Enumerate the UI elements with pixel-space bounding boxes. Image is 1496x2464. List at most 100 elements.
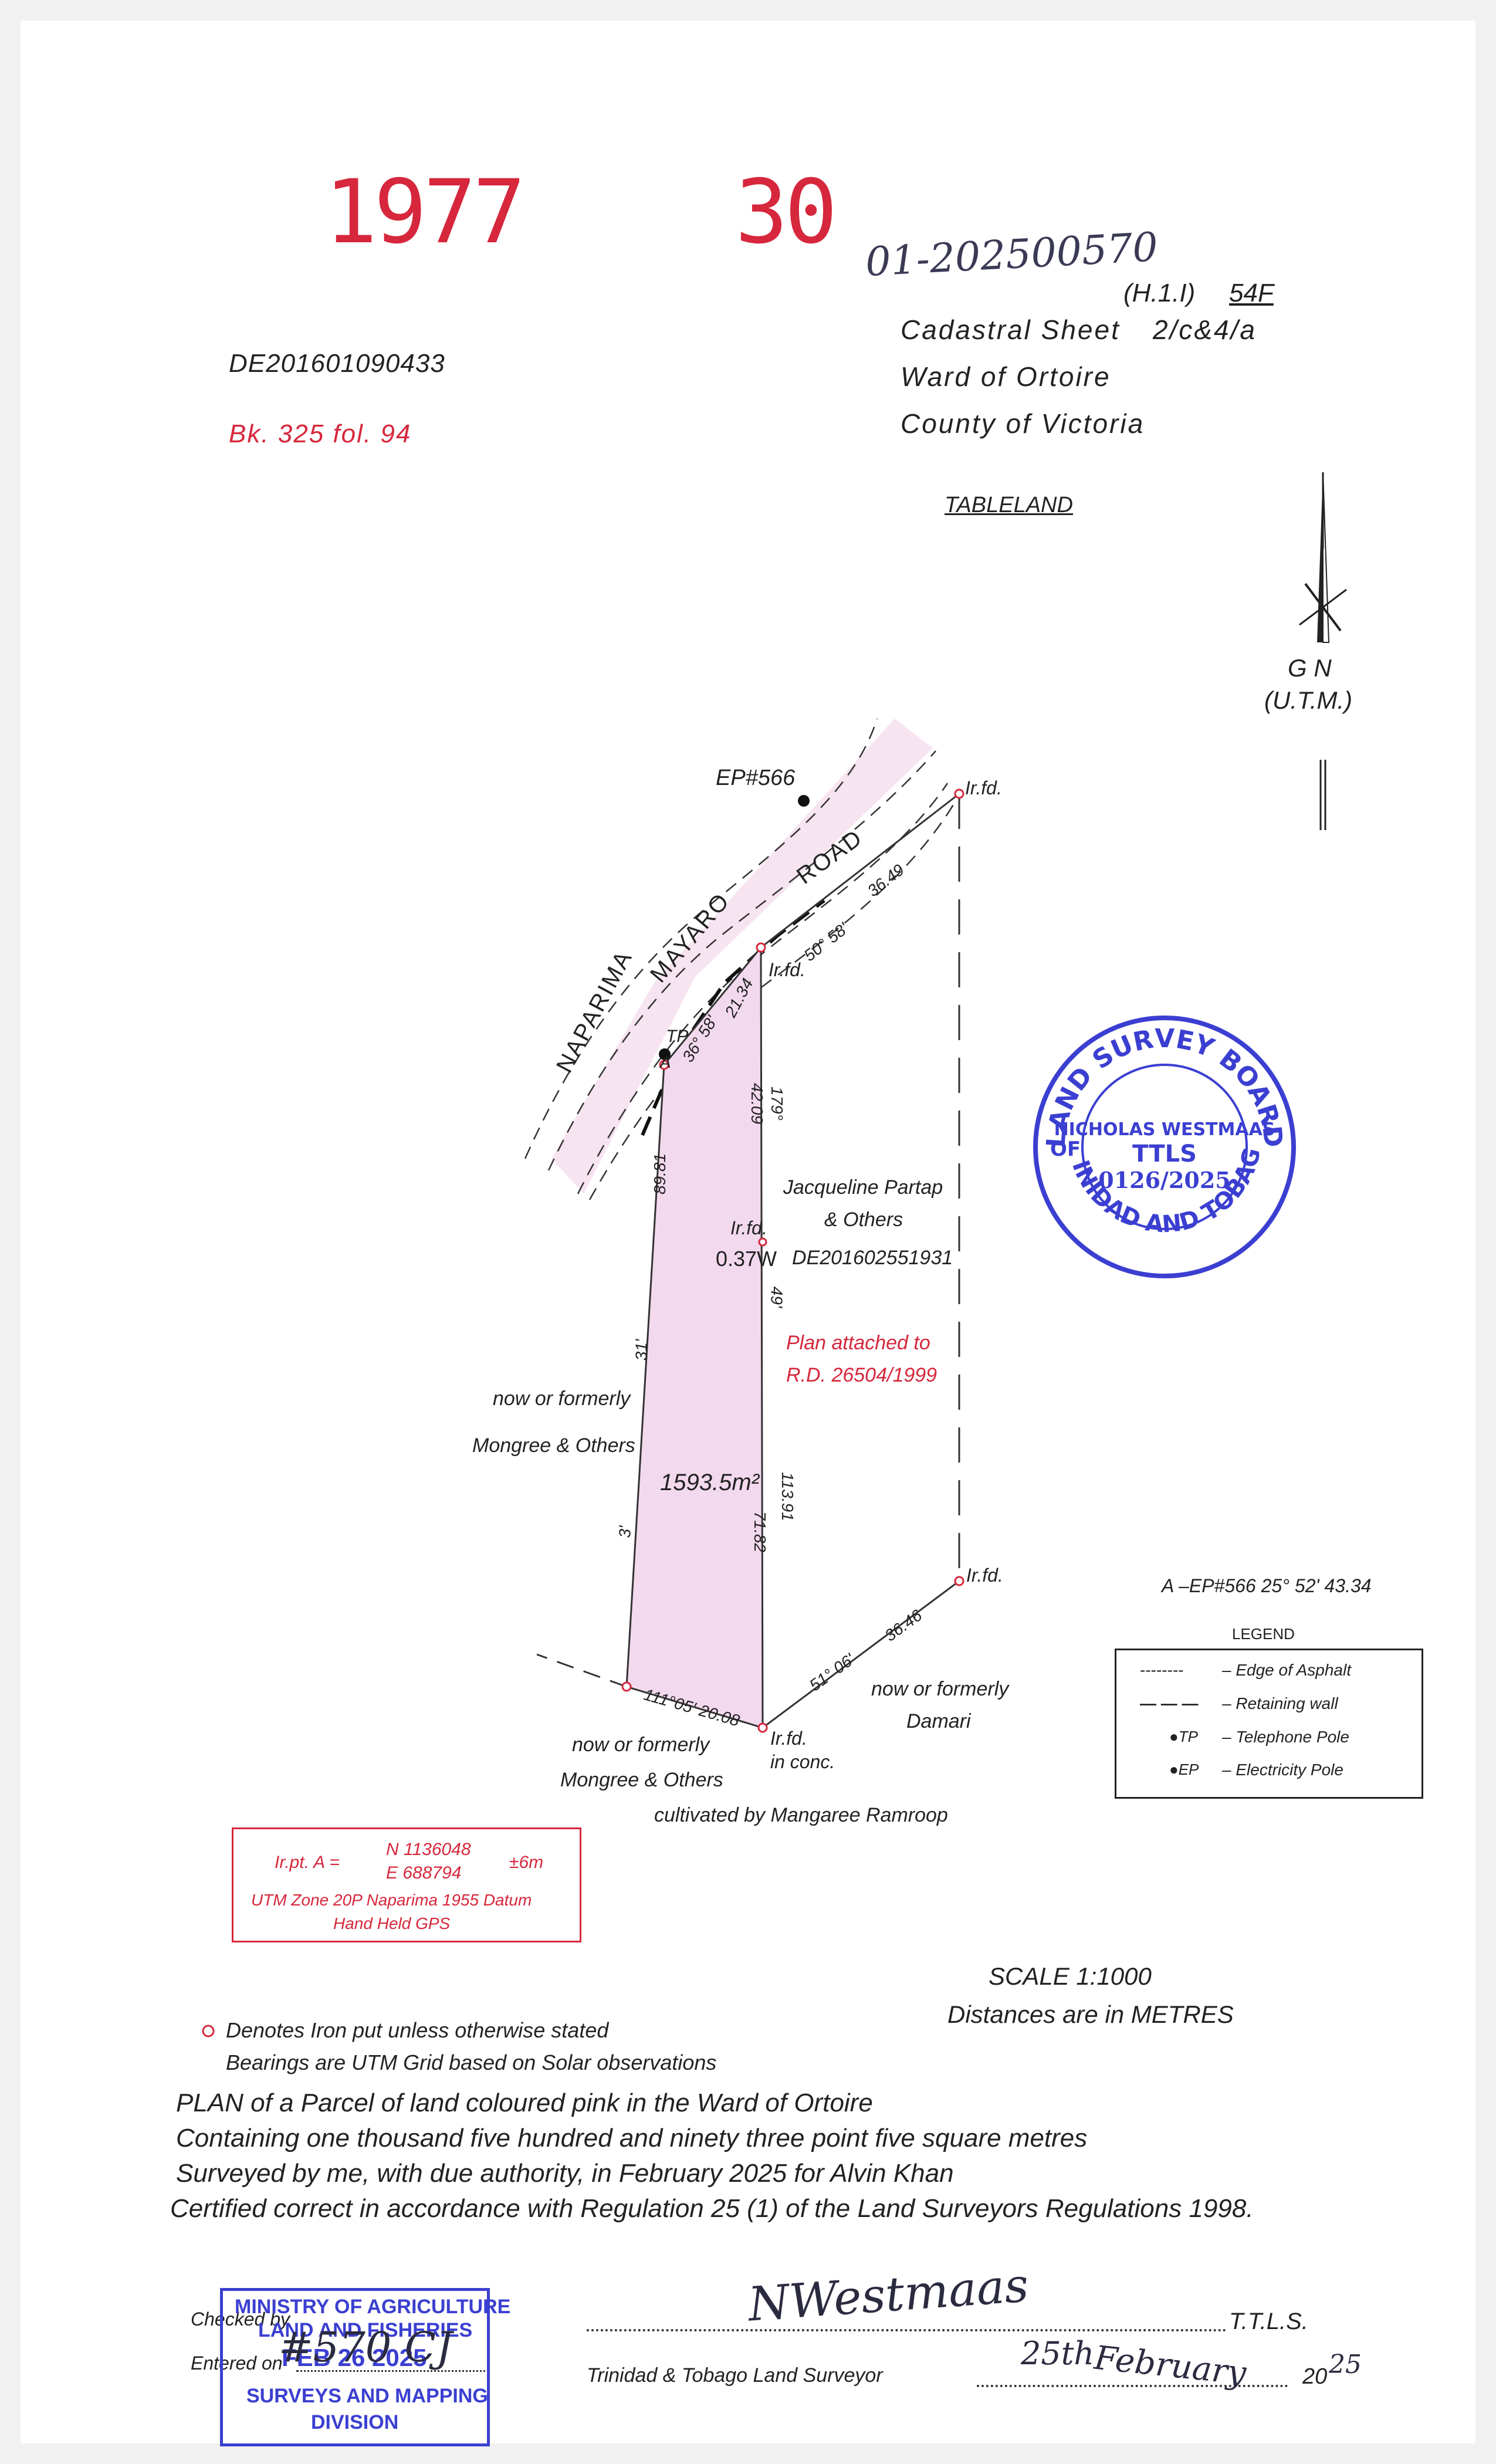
- distance-east-2: 71.82: [751, 1511, 770, 1553]
- ministry-line-2: LAND AND FISHERIES: [258, 2319, 473, 2341]
- north-arrow-icon: [1299, 472, 1347, 830]
- bearing-east-1: 179°: [767, 1087, 786, 1121]
- legend-box: -------- – Edge of Asphalt — — — – Retai…: [1115, 1649, 1423, 1799]
- year-suffix: 25: [1329, 2350, 1362, 2380]
- ministry-stamp: MINISTRY OF AGRICULTURE LAND AND FISHERI…: [220, 2288, 510, 2446]
- bearing-west-1: 31': [632, 1339, 651, 1361]
- county-label: County of Victoria: [901, 408, 1145, 439]
- cert-line-1: PLAN of a Parcel of land coloured pink i…: [176, 2089, 873, 2117]
- units-text: Distances are in METRES: [947, 2001, 1234, 2028]
- note-iron: Denotes Iron put unless otherwise stated: [226, 2018, 609, 2042]
- deed-number: DE201601090433: [229, 349, 445, 378]
- north-label: G N: [1288, 654, 1332, 682]
- telephone-pole-icon: [659, 1048, 671, 1060]
- number-stamp: 30: [735, 161, 838, 263]
- electricity-pole-icon: [798, 795, 810, 807]
- place-name: TABLELAND: [945, 493, 1073, 517]
- survey-plan-sheet: 1977 30 01-202500570 (H.1.I) 54F Cadastr…: [21, 21, 1475, 2446]
- coords-accuracy: ±6m: [509, 1853, 544, 1872]
- seal-title: TTLS: [1132, 1140, 1197, 1167]
- irfd-label-se: Ir.fd.: [966, 1565, 1003, 1586]
- legend-sym-tp: ●TP: [1169, 1728, 1198, 1745]
- sheet-number: 54F: [1229, 279, 1274, 307]
- surveyor-label: Trinidad & Tobago Land Surveyor: [587, 2364, 883, 2387]
- bearing-east-2: 49': [767, 1286, 786, 1308]
- irfd-label-n: Ir.fd.: [769, 959, 805, 980]
- parcel-map: [524, 718, 964, 1733]
- signed-day: 25th: [1021, 2335, 1095, 2372]
- neighbour-east-others: & Others: [824, 1209, 903, 1231]
- irfd-label-mid: Ir.fd.: [730, 1217, 767, 1238]
- ministry-date: FEB 26 2025: [282, 2344, 427, 2371]
- coords-northing: N 1136048: [386, 1840, 471, 1859]
- sheet-sub: 2/c&4/a: [1153, 314, 1257, 345]
- west-owner-2: Mongree & Others: [472, 1434, 635, 1457]
- year-stamp: 1977: [324, 161, 526, 263]
- ward-label: Ward of Ortoire: [901, 361, 1111, 392]
- neighbour-east-name: Jacqueline Partap: [783, 1176, 943, 1199]
- point-a-label: A: [660, 1053, 671, 1071]
- ministry-line-4: SURVEYS AND MAPPING: [246, 2385, 488, 2407]
- cadastral-sheet-label: Cadastral Sheet: [901, 314, 1121, 345]
- plan-attached-2: R.D. 26504/1999: [786, 1364, 937, 1386]
- se-owner-2: Damari: [906, 1710, 971, 1732]
- year-prefix: 20: [1302, 2364, 1328, 2389]
- plan-attached-1: Plan attached to: [786, 1332, 930, 1354]
- ministry-line-5: DIVISION: [311, 2411, 399, 2433]
- legend-sym-ep: ●EP: [1169, 1761, 1199, 1778]
- legend-sym-asphalt: --------: [1140, 1661, 1184, 1679]
- parcel-area: 1593.5m²: [660, 1470, 759, 1495]
- entered-on-label: Entered on: [191, 2353, 283, 2374]
- h-code: (H.1.I): [1123, 279, 1196, 307]
- surveyor-signature: NWestmaas: [746, 2257, 1031, 2332]
- cert-line-2: Containing one thousand five hundred and…: [176, 2124, 1088, 2152]
- legend-label-wall: – Retaining wall: [1222, 1694, 1338, 1712]
- south-owner-2: Mongree & Others: [560, 1769, 723, 1791]
- legend-label-ep: – Electricity Pole: [1222, 1761, 1343, 1779]
- coordinates-box: Ir.pt. A = N 1136048 E 688794 ±6m UTM Zo…: [232, 1827, 581, 1942]
- legend-label-asphalt: – Edge of Asphalt: [1222, 1661, 1352, 1679]
- signature-line: [587, 2329, 1226, 2331]
- cert-line-4: Certified correct in accordance with Reg…: [170, 2194, 1254, 2223]
- note-bearings: Bearings are UTM Grid based on Solar obs…: [226, 2050, 717, 2074]
- south-owner-1: now or formerly: [572, 1734, 710, 1756]
- ep-label: EP#566: [716, 766, 796, 790]
- west-owner-1: now or formerly: [493, 1387, 631, 1410]
- neighbour-east-deed: DE201602551931: [792, 1247, 953, 1269]
- checked-by-label: Checked by: [191, 2309, 290, 2330]
- coords-prefix: Ir.pt. A =: [275, 1853, 340, 1872]
- irfd-inconc: in conc.: [770, 1751, 835, 1772]
- ministry-line-1: MINISTRY OF AGRICULTURE: [235, 2296, 511, 2318]
- legend-label-tp: – Telephone Pole: [1222, 1728, 1349, 1746]
- scale-text: SCALE 1:1000: [989, 1962, 1152, 1990]
- seal-number: 0126/2025: [1098, 1167, 1230, 1193]
- irfd-label-s: Ir.fd.: [770, 1728, 807, 1749]
- north-label-utm: (U.T.M.): [1264, 686, 1353, 714]
- legend-sym-wall: — — —: [1140, 1694, 1199, 1712]
- ep-bearing: A –EP#566 25° 52' 43.34: [1162, 1575, 1372, 1596]
- bearing-west-2: 3': [615, 1525, 634, 1538]
- legend-title: LEGEND: [1232, 1625, 1295, 1643]
- book-reference: Bk. 325 fol. 94: [229, 419, 412, 448]
- entered-on-line: [296, 2370, 490, 2372]
- distance-east-total: 113.91: [778, 1472, 797, 1521]
- date-line: [977, 2385, 1288, 2387]
- coords-easting: E 688794: [386, 1863, 462, 1883]
- ttls-label: T.T.L.S.: [1229, 2309, 1308, 2334]
- iron-point-icon: [202, 2025, 215, 2037]
- irfd-label-ne: Ir.fd.: [965, 777, 1002, 798]
- tp-label: TP: [666, 1027, 689, 1046]
- coords-method: Hand Held GPS: [333, 1914, 451, 1932]
- seal-name: NICHOLAS WESTMAAS: [1054, 1119, 1275, 1140]
- coords-datum: UTM Zone 20P Naparima 1955 Datum: [251, 1891, 532, 1909]
- cultivated-note: cultivated by Mangaree Ramroop: [654, 1804, 948, 1826]
- se-owner-1: now or formerly: [871, 1678, 1009, 1700]
- cert-line-3: Surveyed by me, with due authority, in F…: [176, 2159, 954, 2188]
- ministry-handwritten: #570 CJ: [279, 2323, 453, 2371]
- distance-west: 89.81: [651, 1153, 669, 1195]
- seal-left-text: OF: [1050, 1138, 1081, 1161]
- offset-label: 0.37W: [716, 1247, 777, 1271]
- distance-east-1: 42.09: [748, 1082, 767, 1125]
- road-band: [551, 719, 933, 1194]
